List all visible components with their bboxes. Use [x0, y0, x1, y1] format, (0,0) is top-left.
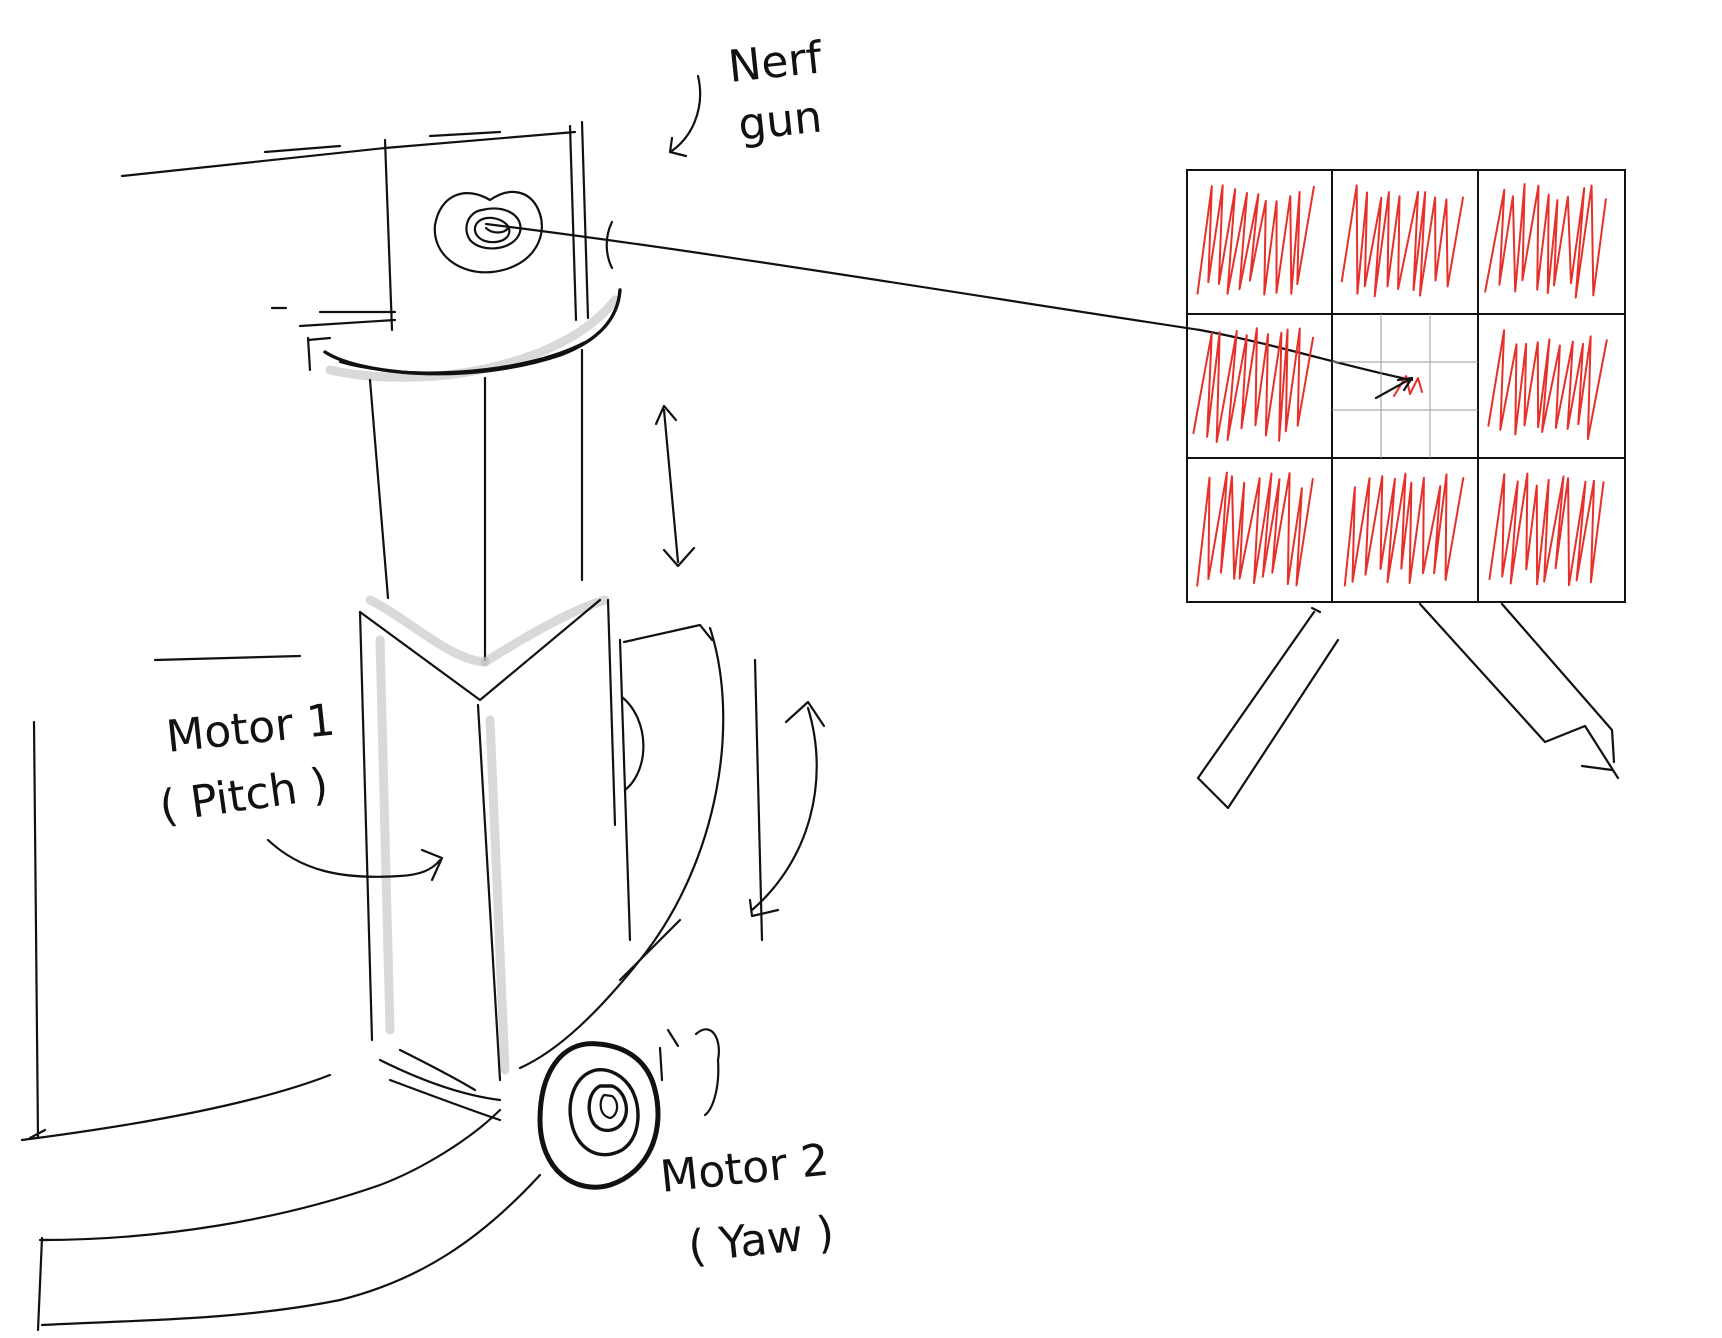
target-cell-scribble — [1342, 185, 1463, 296]
nerf-gun-head — [122, 122, 620, 377]
target-board — [1187, 170, 1625, 808]
target-stand — [1198, 604, 1618, 808]
vertical-travel-arrow-icon — [656, 406, 694, 566]
motor-2-label-line1: Motor 2 — [658, 1135, 832, 1203]
nerf-gun-label-line1: Nerf — [726, 32, 826, 93]
center-fine-grid — [1332, 314, 1478, 458]
muzzle-icon — [435, 192, 542, 272]
base-arm — [38, 628, 762, 1330]
target-cell-scribble — [1198, 185, 1314, 294]
aim-line — [486, 224, 1412, 380]
target-cell-scribble — [1485, 184, 1606, 298]
motor-2-label-line2: ( Yaw ) — [686, 1207, 837, 1273]
target-cell-scribble — [1345, 474, 1464, 586]
target-cell-scribble — [1490, 474, 1604, 585]
motor-1-pointer-arrow-icon — [268, 840, 442, 880]
motor-1-body — [360, 600, 643, 1080]
motor-1-label-line2: ( Pitch ) — [156, 759, 331, 833]
upper-column — [370, 350, 605, 662]
target-cell-scribble — [1193, 328, 1313, 442]
hit-marker-icon — [1376, 376, 1422, 398]
motor-2-hub — [540, 1030, 678, 1187]
target-cell-scribble — [1488, 330, 1606, 439]
target-cell-scribble — [1197, 473, 1313, 586]
motor-2-bracket-icon — [696, 1029, 719, 1115]
motor-1-label-line1: Motor 1 — [164, 695, 338, 763]
nerf-gun-pointer-arrow-icon — [670, 76, 700, 156]
nerf-gun-label-line2: gun — [736, 91, 825, 150]
